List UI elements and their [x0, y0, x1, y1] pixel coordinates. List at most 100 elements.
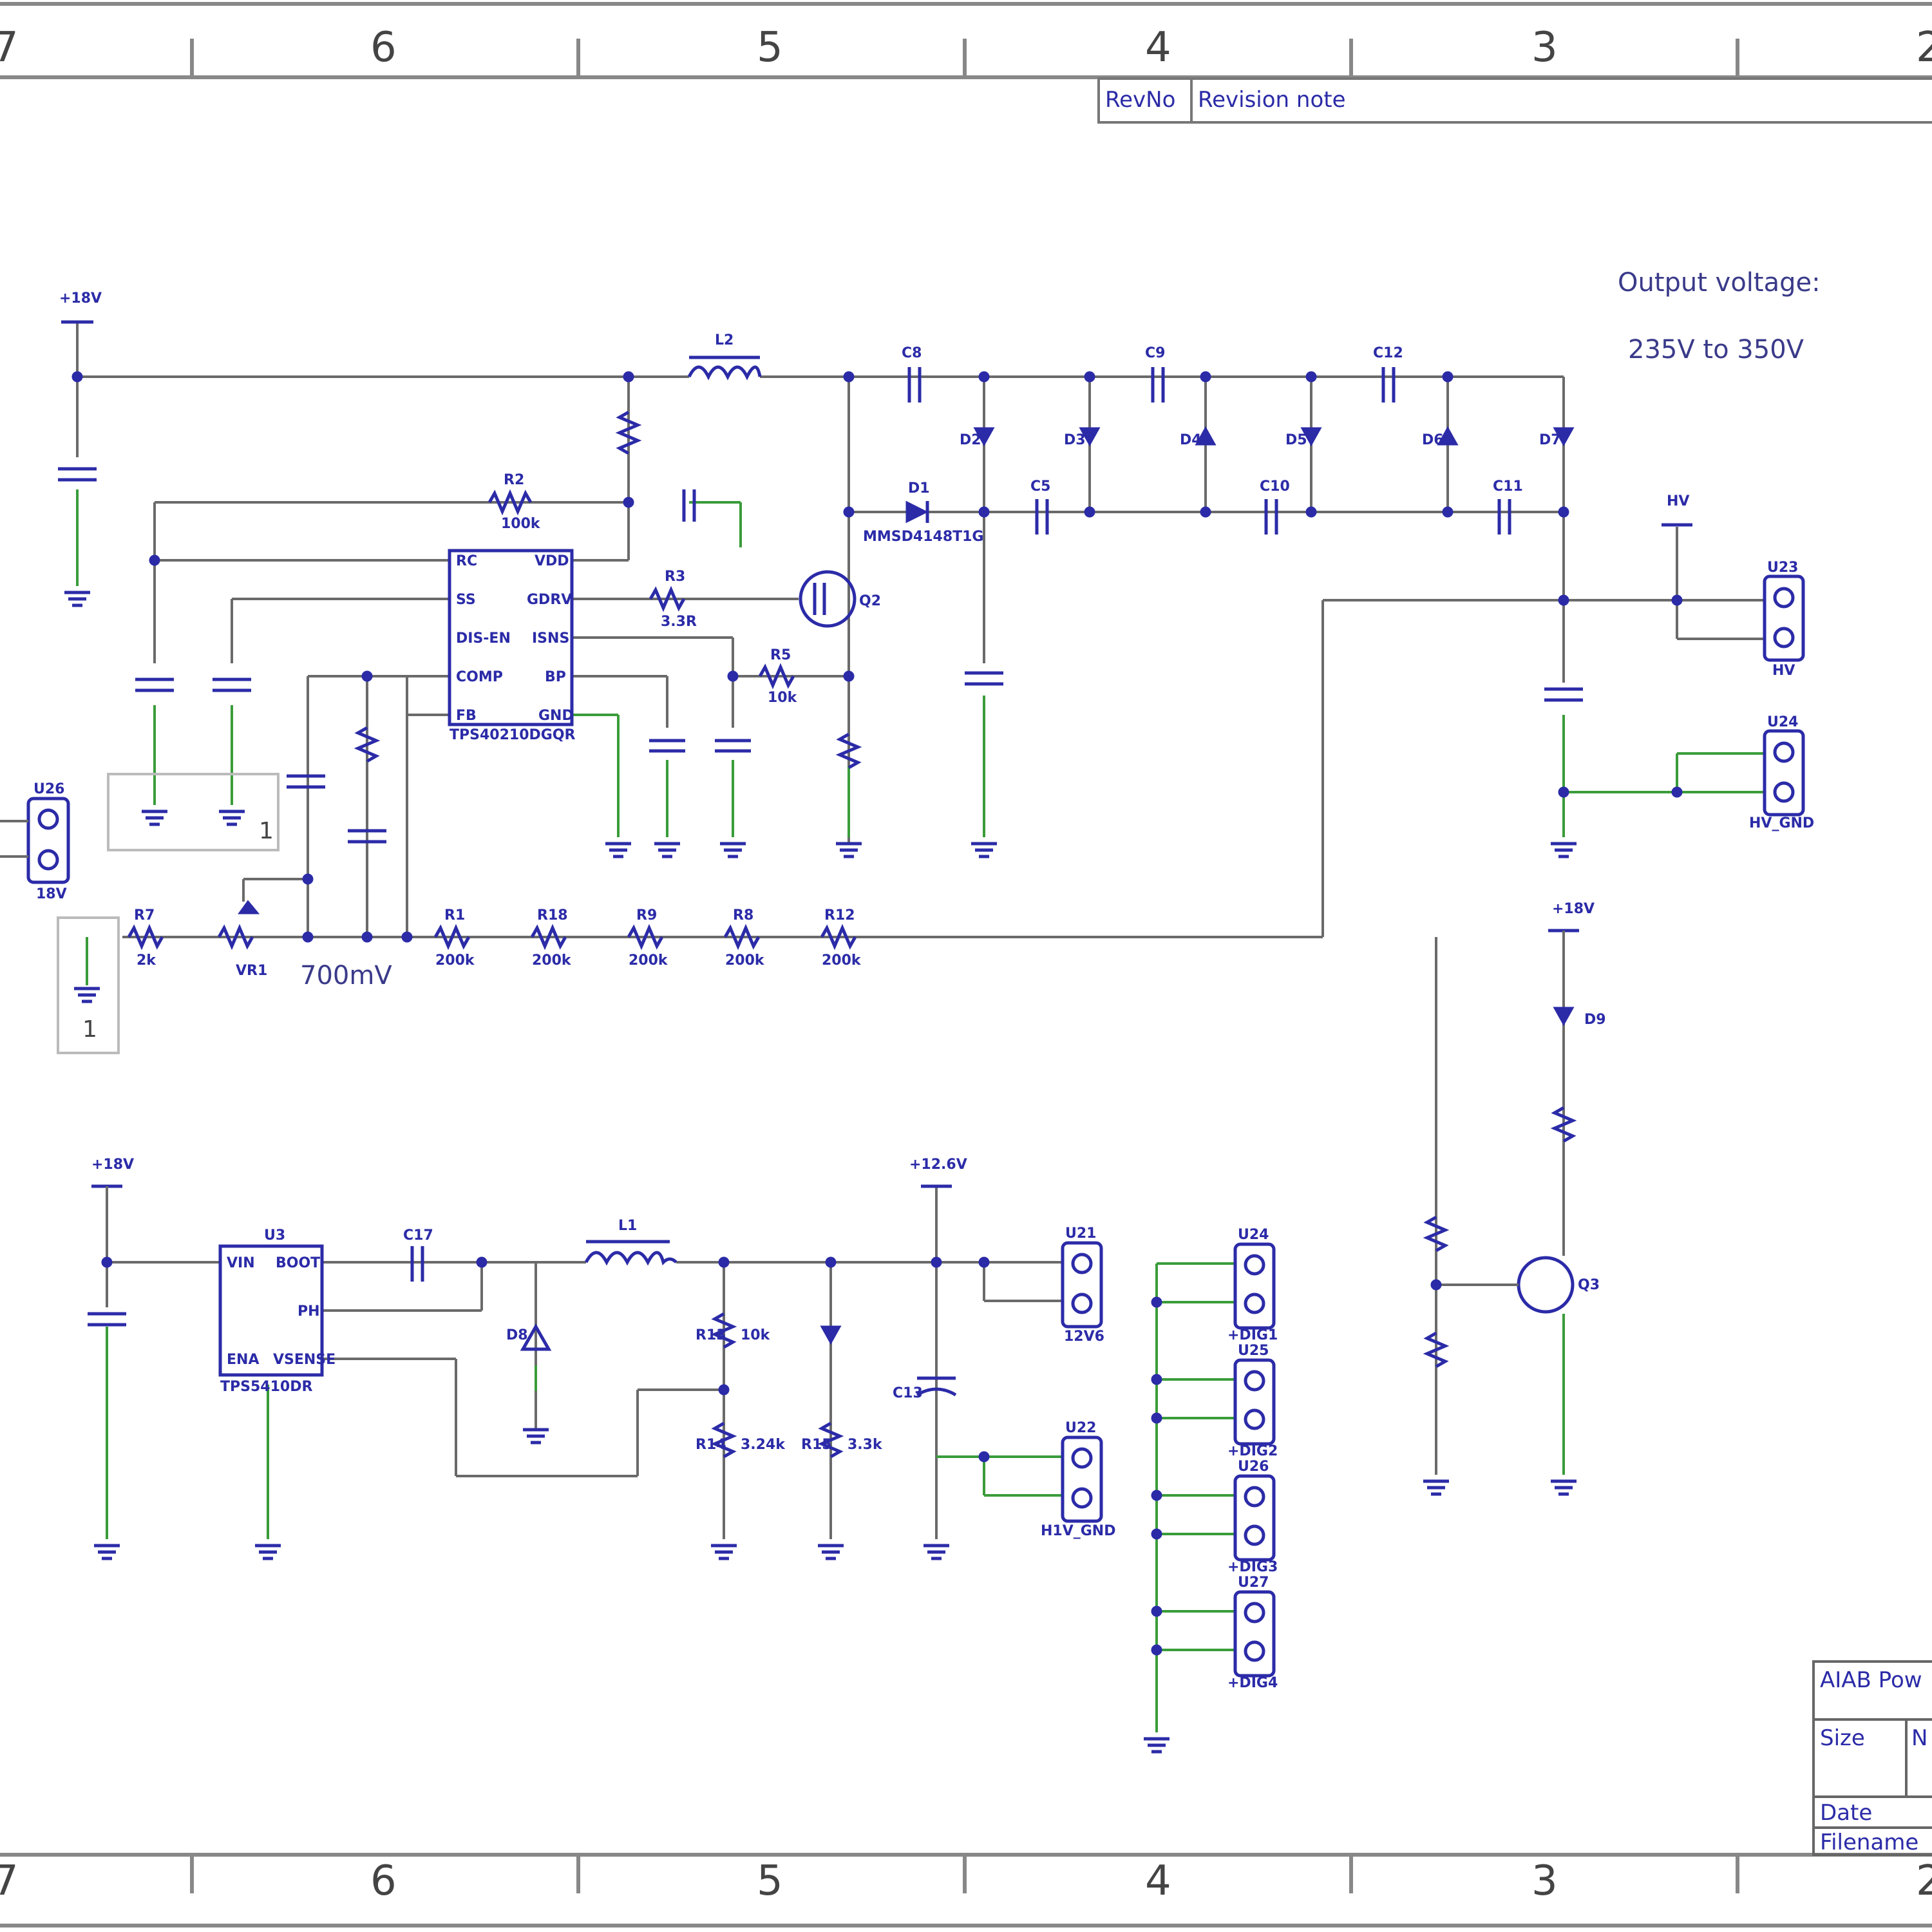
- connector-u22: U22 H1V_GND: [1041, 1420, 1115, 1539]
- inductor-ref: L2: [715, 332, 734, 348]
- connector-ref: U25: [1238, 1343, 1269, 1359]
- revision-note-header: Revision note: [1198, 87, 1346, 113]
- power-label: +18V: [91, 1157, 134, 1173]
- zone-label: 7: [0, 1857, 19, 1905]
- boost-wiring: [76, 322, 1765, 938]
- controller-ic: RC SS DIS-EN COMP FB VDD GDRV ISNS BP GN…: [448, 549, 576, 743]
- connector-sub: +DIG1: [1227, 1327, 1278, 1343]
- connector-ref: U21: [1065, 1226, 1096, 1242]
- controller-part: TPS40210DGQR: [450, 727, 576, 743]
- ic-pin-right: VDD: [535, 553, 569, 569]
- cap-ref: C12: [1373, 345, 1403, 361]
- cap-ref: C9: [1145, 345, 1165, 361]
- cap-buck-input: [88, 1312, 126, 1327]
- cap-ref: C8: [902, 345, 922, 361]
- connector-ref: U26: [33, 781, 64, 797]
- title-block-date: Date: [1820, 1800, 1872, 1826]
- trimmer-ref: VR1: [236, 963, 267, 979]
- caps-top-ladder: C8 C9 C12: [902, 345, 1403, 402]
- connector-u21: U21 12V6: [1061, 1226, 1104, 1345]
- connector-sub: +DIG3: [1227, 1559, 1278, 1575]
- connector-sub: H1V_GND: [1041, 1523, 1115, 1539]
- cap-ref: C5: [1030, 478, 1050, 495]
- connector-ref: U24: [1238, 1227, 1269, 1243]
- resistor-ref: R3: [665, 569, 685, 585]
- resistor-ref: R1: [444, 907, 465, 923]
- resistor-val: 200k: [435, 952, 475, 969]
- title-block-number: N: [1911, 1725, 1927, 1751]
- cap-input: [58, 467, 97, 482]
- power-label: +18V: [1552, 901, 1595, 917]
- resistor-val: 200k: [725, 952, 765, 969]
- cap-ref: C13: [893, 1385, 923, 1401]
- power-label: +12.6V: [909, 1157, 967, 1173]
- zone-label: 5: [757, 24, 783, 71]
- connector-sub: HV_GND: [1749, 815, 1814, 831]
- ic-pin-right: BP: [545, 669, 566, 685]
- resistor-ref: R7: [134, 907, 155, 923]
- buck-wiring: +18V +12.6V: [91, 1157, 1063, 1539]
- connector-ref: U23: [1767, 560, 1798, 576]
- ic-pin-right: GDRV: [527, 592, 572, 608]
- jumper-box-number: 1: [82, 1016, 97, 1043]
- connector-u23: U23 HV: [1763, 560, 1805, 679]
- connector-dig3: U26 +DIG3: [1227, 1459, 1278, 1575]
- led-ref: D9: [1584, 1012, 1606, 1028]
- connector-sub: 18V: [36, 886, 67, 902]
- diode-ref: D8: [506, 1327, 528, 1343]
- regulator-pin: ENA: [227, 1352, 259, 1368]
- diode-part: MMSD4148T1G: [863, 529, 984, 545]
- zone-labels-bottom: 7 6 5 4 3 2: [0, 1857, 1932, 1905]
- connector-sub: HV: [1772, 663, 1795, 679]
- resistor-ref: R14: [696, 1437, 726, 1453]
- ic-pin-left: DIS-EN: [456, 630, 511, 647]
- connector-sub: +DIG2: [1227, 1443, 1278, 1459]
- cap-ref: C10: [1260, 478, 1290, 495]
- power-label: +18V: [59, 290, 102, 307]
- inductor-ref: L1: [618, 1218, 637, 1234]
- connector-sub: +DIG4: [1227, 1675, 1278, 1691]
- jumper-box-1: 1: [107, 773, 279, 851]
- diode-ref: D7: [1539, 432, 1561, 448]
- title-block-title: AIAB Pow: [1820, 1667, 1922, 1693]
- regulator-part: TPS5410DR: [220, 1379, 312, 1395]
- output-voltage-range: 235V to 350V: [1628, 335, 1804, 365]
- ic-pin-left: FB: [456, 708, 477, 724]
- output-voltage-label: Output voltage:: [1618, 268, 1821, 298]
- zone-label: 6: [370, 1857, 397, 1905]
- resistor-ref: R2: [504, 472, 524, 488]
- cap-c17: C17: [403, 1227, 433, 1282]
- ic-pin-left: SS: [456, 592, 476, 608]
- resistor-top-vertical: [615, 410, 642, 455]
- connector-sub: 12V6: [1064, 1329, 1104, 1345]
- zone-label: 7: [0, 24, 19, 71]
- diode-d1: D1 MMSD4148T1G: [863, 480, 984, 545]
- resistor-val: 200k: [822, 952, 862, 969]
- resistor-val: 2k: [137, 952, 156, 969]
- regulator-pin: BOOT: [276, 1255, 320, 1271]
- jumper-box-number: 1: [259, 818, 274, 844]
- resistor-val: 10k: [741, 1327, 771, 1343]
- zone-label: 2: [1916, 1857, 1932, 1905]
- title-block: AIAB Pow Size N Date Filename: [1812, 1660, 1932, 1856]
- diode-ref: D4: [1180, 432, 1202, 448]
- caps-mid-ladder: C5 C10 C11: [965, 478, 1523, 686]
- zone-label: 2: [1916, 24, 1932, 71]
- zone-label: 5: [757, 1857, 783, 1905]
- connector-u26: U26 18V: [0, 781, 70, 902]
- connector-dig1: U24 +DIG1: [1227, 1227, 1278, 1343]
- regulator-u3: U3 VIN BOOT PH ENA VSENSE TPS5410DR: [218, 1227, 336, 1395]
- cap-bootstrap: [682, 489, 696, 522]
- junction-dots: [71, 371, 1683, 1656]
- caps-controller-left: [135, 677, 386, 844]
- power-label: HV: [1667, 493, 1689, 509]
- diode-ref: D5: [1285, 432, 1307, 448]
- regulator-pin: VSENSE: [273, 1352, 336, 1368]
- resistor-ref: R18: [537, 907, 568, 923]
- caps-isns: [649, 732, 862, 770]
- trim-voltage-note: 700mV: [300, 961, 392, 990]
- connector-ref: U27: [1238, 1575, 1269, 1591]
- title-block-size: Size: [1820, 1725, 1865, 1751]
